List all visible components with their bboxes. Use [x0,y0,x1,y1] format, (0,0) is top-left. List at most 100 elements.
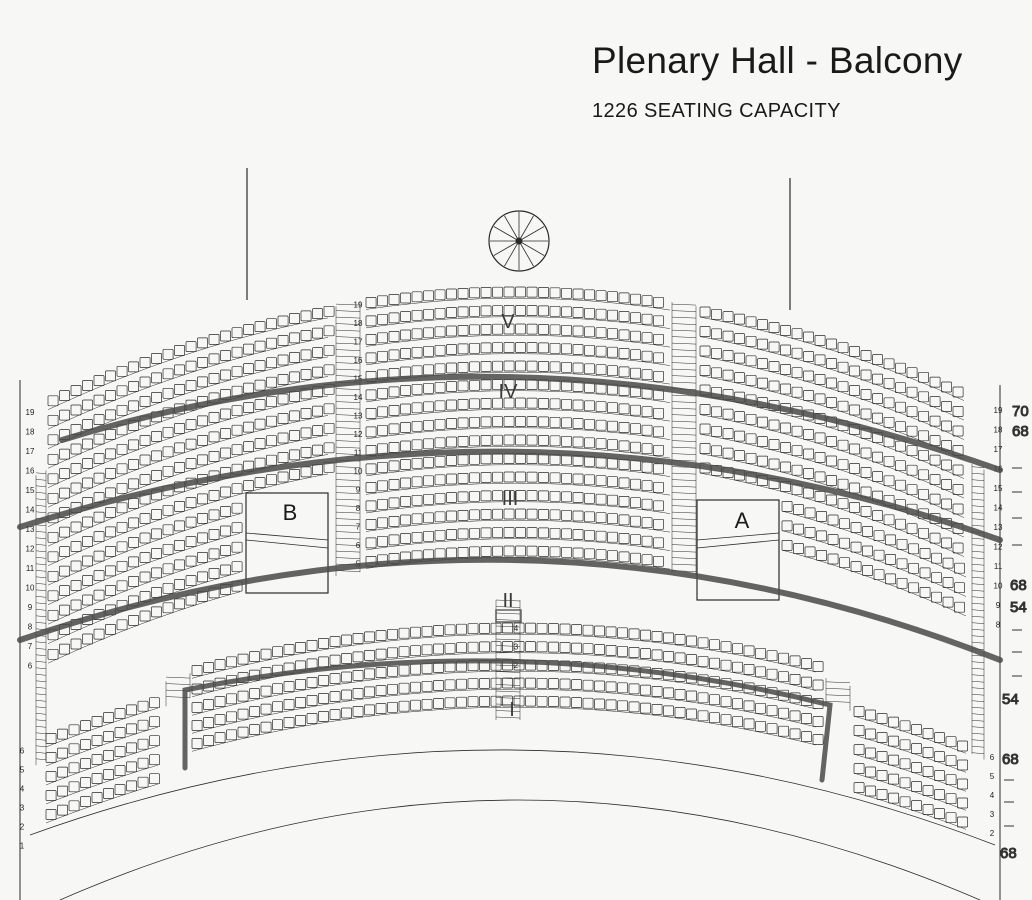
seat [743,645,755,657]
seat [312,405,323,417]
seat [220,525,231,537]
seat [653,444,664,456]
seat [584,511,595,523]
seat [446,510,457,522]
seat [711,308,722,320]
box-b-label: B [283,500,298,525]
seat [231,522,243,534]
seat [538,361,549,372]
seat [572,436,584,448]
seat [162,426,174,438]
seat [709,639,720,651]
seat [584,400,595,412]
seat [70,599,82,611]
seat [446,362,457,374]
right-row-19 [699,306,965,401]
seat [45,733,57,744]
left-row-8 [47,541,243,625]
tally-54-low: 54 [1002,691,1019,708]
seat [584,307,595,319]
seat [398,627,410,639]
seat [641,480,653,492]
seat [918,430,929,442]
seat [456,623,467,635]
seat [214,659,226,670]
left-row-label-11: 11 [26,564,35,573]
seat [849,404,860,416]
seat [116,385,128,397]
seat [480,472,492,483]
seat [630,552,641,564]
seat [300,466,312,478]
seat [231,424,243,436]
seat [849,385,860,396]
seat [377,350,388,362]
seat [803,351,814,362]
seat [492,508,503,520]
seat [686,635,697,647]
seat [365,537,377,549]
seat [323,364,335,376]
seat [791,367,803,379]
seat [446,436,457,448]
seat [873,569,885,581]
seat [860,467,872,478]
seat [720,641,732,653]
seat [411,402,423,414]
seat [162,504,174,516]
seat [641,498,653,510]
seat [883,416,895,428]
seat [618,329,630,341]
seat [862,526,873,537]
seat [423,290,434,302]
seat [722,428,734,439]
seat [757,416,768,428]
seat [174,442,185,454]
seat [709,694,720,706]
seat [911,762,922,773]
seat [908,543,919,555]
seat [757,436,768,447]
seat [47,434,59,446]
seat [149,697,160,709]
left-row-label-17: 17 [26,447,35,456]
seat [873,549,885,561]
center-row-9 [365,471,671,496]
seat [82,419,93,430]
center-row-label-9: 9 [356,485,361,494]
seat [243,324,254,335]
seat [91,735,103,746]
zone-label-iv: IV [499,381,519,403]
seat [162,348,174,360]
aisle-left-center [335,302,361,577]
seat [423,401,434,413]
seat [628,683,640,695]
seat [400,348,411,359]
seat [197,493,208,505]
seat [617,700,628,712]
seat [618,533,630,544]
seat [231,366,243,378]
seat [839,537,850,549]
seat [957,740,968,752]
lower-right-row-label-3: 3 [990,810,995,819]
seat [549,324,561,336]
seat [607,494,618,506]
seat [174,462,185,473]
seat [641,461,653,473]
seat [434,437,446,449]
seat [803,370,814,382]
seat [860,506,872,517]
aisle-lower-right [825,678,851,711]
seat [434,511,446,523]
seat [536,622,548,634]
seat [720,696,732,708]
seat [174,520,185,532]
seat [377,406,388,418]
seat [931,591,942,603]
seat [720,659,732,671]
seat [674,634,686,645]
seat [306,713,318,724]
seat [103,712,114,723]
seat [387,647,398,659]
